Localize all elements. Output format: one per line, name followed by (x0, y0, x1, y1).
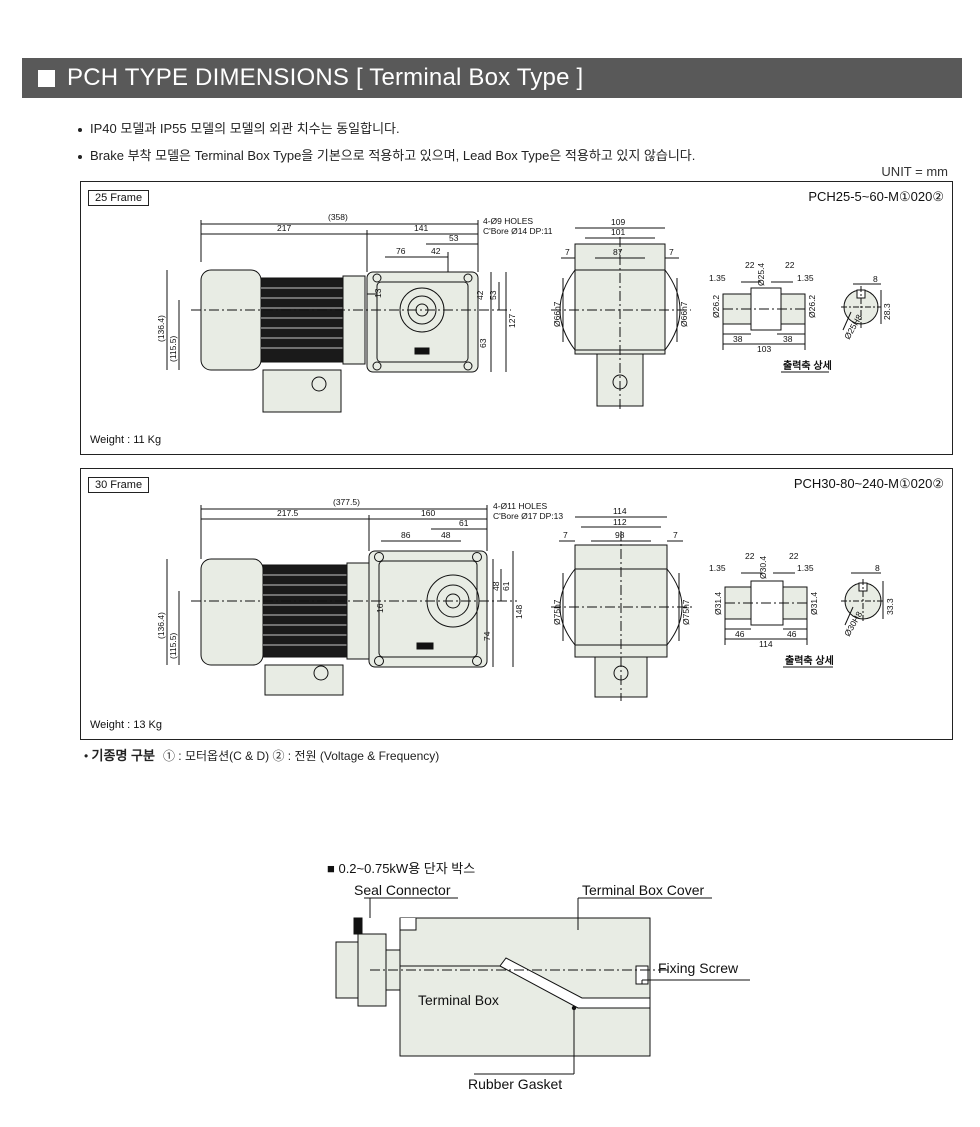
dim-label: 1.35 (797, 273, 814, 283)
dim-label: 74 (482, 631, 492, 641)
terminal-box-drawing (335, 897, 750, 1075)
detail-label: 출력축 상세 (783, 359, 832, 372)
frame-30-drawing: (377.5) 217.5 160 61 86 48 4-Ø11 HOLES C… (156, 497, 895, 701)
dim-label: (136.4) (156, 315, 166, 342)
section-header: PCH TYPE DIMENSIONS [ Terminal Box Type … (22, 58, 962, 98)
dim-label: 16 (375, 603, 385, 613)
dim-label: 76 (396, 246, 406, 256)
detail-label: 출력축 상세 (785, 654, 834, 667)
dim-label: 46 (787, 629, 797, 639)
dim-label: (115.5) (168, 336, 178, 362)
frame-tag: 30 Frame (88, 477, 150, 493)
dim-label: 4-Ø11 HOLES (493, 501, 548, 511)
square-bullet-icon (38, 69, 55, 87)
frame-25-panel: 25 Frame PCH25-5~60-M①020② Weight : 11 K… (80, 181, 953, 455)
dim-label: Ø66h7 (679, 301, 689, 327)
frame-tag: 25 Frame (88, 190, 150, 206)
dim-label: 86 (401, 530, 411, 540)
dim-label: 98 (615, 530, 625, 540)
dim-label: 22 (745, 260, 755, 270)
dim-label: 148 (514, 605, 524, 619)
dim-label: 33.3 (885, 598, 895, 615)
dim-label: 38 (733, 334, 743, 344)
dim-label: 109 (611, 217, 625, 227)
dim-label: 1.35 (797, 563, 814, 573)
section-title: PCH TYPE DIMENSIONS [ Terminal Box Type … (67, 64, 584, 91)
dim-label: 48 (491, 581, 501, 591)
dim-label: 7 (565, 247, 570, 257)
dim-label: 22 (785, 260, 795, 270)
dim-label: (136.4) (156, 612, 166, 639)
label-rubber-gasket: Rubber Gasket (468, 1076, 563, 1092)
dim-label: 112 (613, 517, 627, 527)
dim-label: 7 (563, 530, 568, 540)
dim-label: 22 (745, 551, 755, 561)
dim-label: Ø30.4 (758, 556, 768, 579)
bullet-icon (78, 127, 82, 132)
dim-label: Ø26.2 (807, 295, 817, 318)
dim-label: 8 (875, 563, 880, 573)
dim-label: 22 (789, 551, 799, 561)
bullet-icon (78, 154, 82, 159)
dim-label: 87 (613, 247, 623, 257)
dim-label: 38 (783, 334, 793, 344)
dim-label: 63 (478, 338, 488, 348)
dim-label: 28.3 (882, 303, 892, 320)
label-seal-connector: Seal Connector (354, 882, 451, 898)
dim-label: (115.5) (168, 633, 178, 659)
dim-label: (358) (328, 212, 348, 222)
dim-label: 160 (421, 508, 435, 518)
dim-label: 127 (507, 314, 517, 328)
dim-label: 61 (459, 518, 469, 528)
terminal-box-diagram: ■ 0.2~0.75kW용 단자 박스 Seal Conne (310, 858, 770, 1098)
dim-label: 8 (873, 274, 878, 284)
model-code: PCH30-80~240-M①020② (793, 476, 944, 491)
dim-label: C'Bore Ø14 DP:11 (483, 226, 553, 236)
weight-label: Weight : 13 Kg (90, 719, 162, 731)
frame-25-drawing: (358) 217 141 53 76 42 4-Ø9 HOLES C'Bore… (156, 212, 892, 413)
dim-label: Ø25.4 (756, 263, 766, 286)
dim-label: 141 (414, 223, 428, 233)
dim-label: 4-Ø9 HOLES (483, 216, 533, 226)
dim-label: 114 (613, 506, 627, 516)
dim-label: 42 (431, 246, 441, 256)
dim-label: 7 (669, 247, 674, 257)
dim-label: 61 (501, 581, 511, 591)
dim-label: Ø75h7 (552, 599, 562, 625)
dim-label: (377.5) (333, 497, 360, 507)
dim-label: 48 (441, 530, 451, 540)
dim-label: Ø66h7 (552, 301, 562, 327)
dim-label: 103 (757, 344, 771, 354)
dim-label: Ø31.4 (713, 592, 723, 615)
dim-label: 53 (449, 233, 459, 243)
dim-label: Ø26.2 (711, 295, 721, 318)
dim-label: 46 (735, 629, 745, 639)
unit-label: UNIT = mm (881, 164, 948, 179)
dim-label: Ø75h7 (681, 599, 691, 625)
dim-label: C'Bore Ø17 DP:13 (493, 511, 563, 521)
frame-30-panel: 30 Frame PCH30-80~240-M①020② Weight : 13… (80, 468, 953, 740)
terminal-box-title: ■ 0.2~0.75kW용 단자 박스 (327, 861, 476, 876)
dim-label: 53 (488, 290, 498, 300)
label-terminal-box-cover: Terminal Box Cover (582, 882, 705, 898)
dim-label: 7 (673, 530, 678, 540)
dim-label: 13 (373, 288, 383, 298)
dim-label: 1.35 (709, 273, 726, 283)
model-code: PCH25-5~60-M①020② (808, 189, 944, 204)
dim-label: 114 (759, 639, 773, 649)
dim-label: Ø31.4 (809, 592, 819, 615)
note-item: Brake 부착 모델은 Terminal Box Type을 기본으로 적용하… (78, 145, 695, 164)
dim-label: 1.35 (709, 563, 726, 573)
dim-label: 217 (277, 223, 291, 233)
dim-label: 101 (611, 227, 625, 237)
label-fixing-screw: Fixing Screw (658, 960, 739, 976)
weight-label: Weight : 11 Kg (90, 434, 162, 446)
dim-label: 217.5 (277, 508, 299, 518)
label-terminal-box: Terminal Box (418, 992, 499, 1008)
note-item: IP40 모델과 IP55 모델의 모델의 외관 치수는 동일합니다. (78, 118, 400, 137)
dim-label: 42 (475, 290, 485, 300)
gasket-pointer-icon (571, 1005, 577, 1011)
